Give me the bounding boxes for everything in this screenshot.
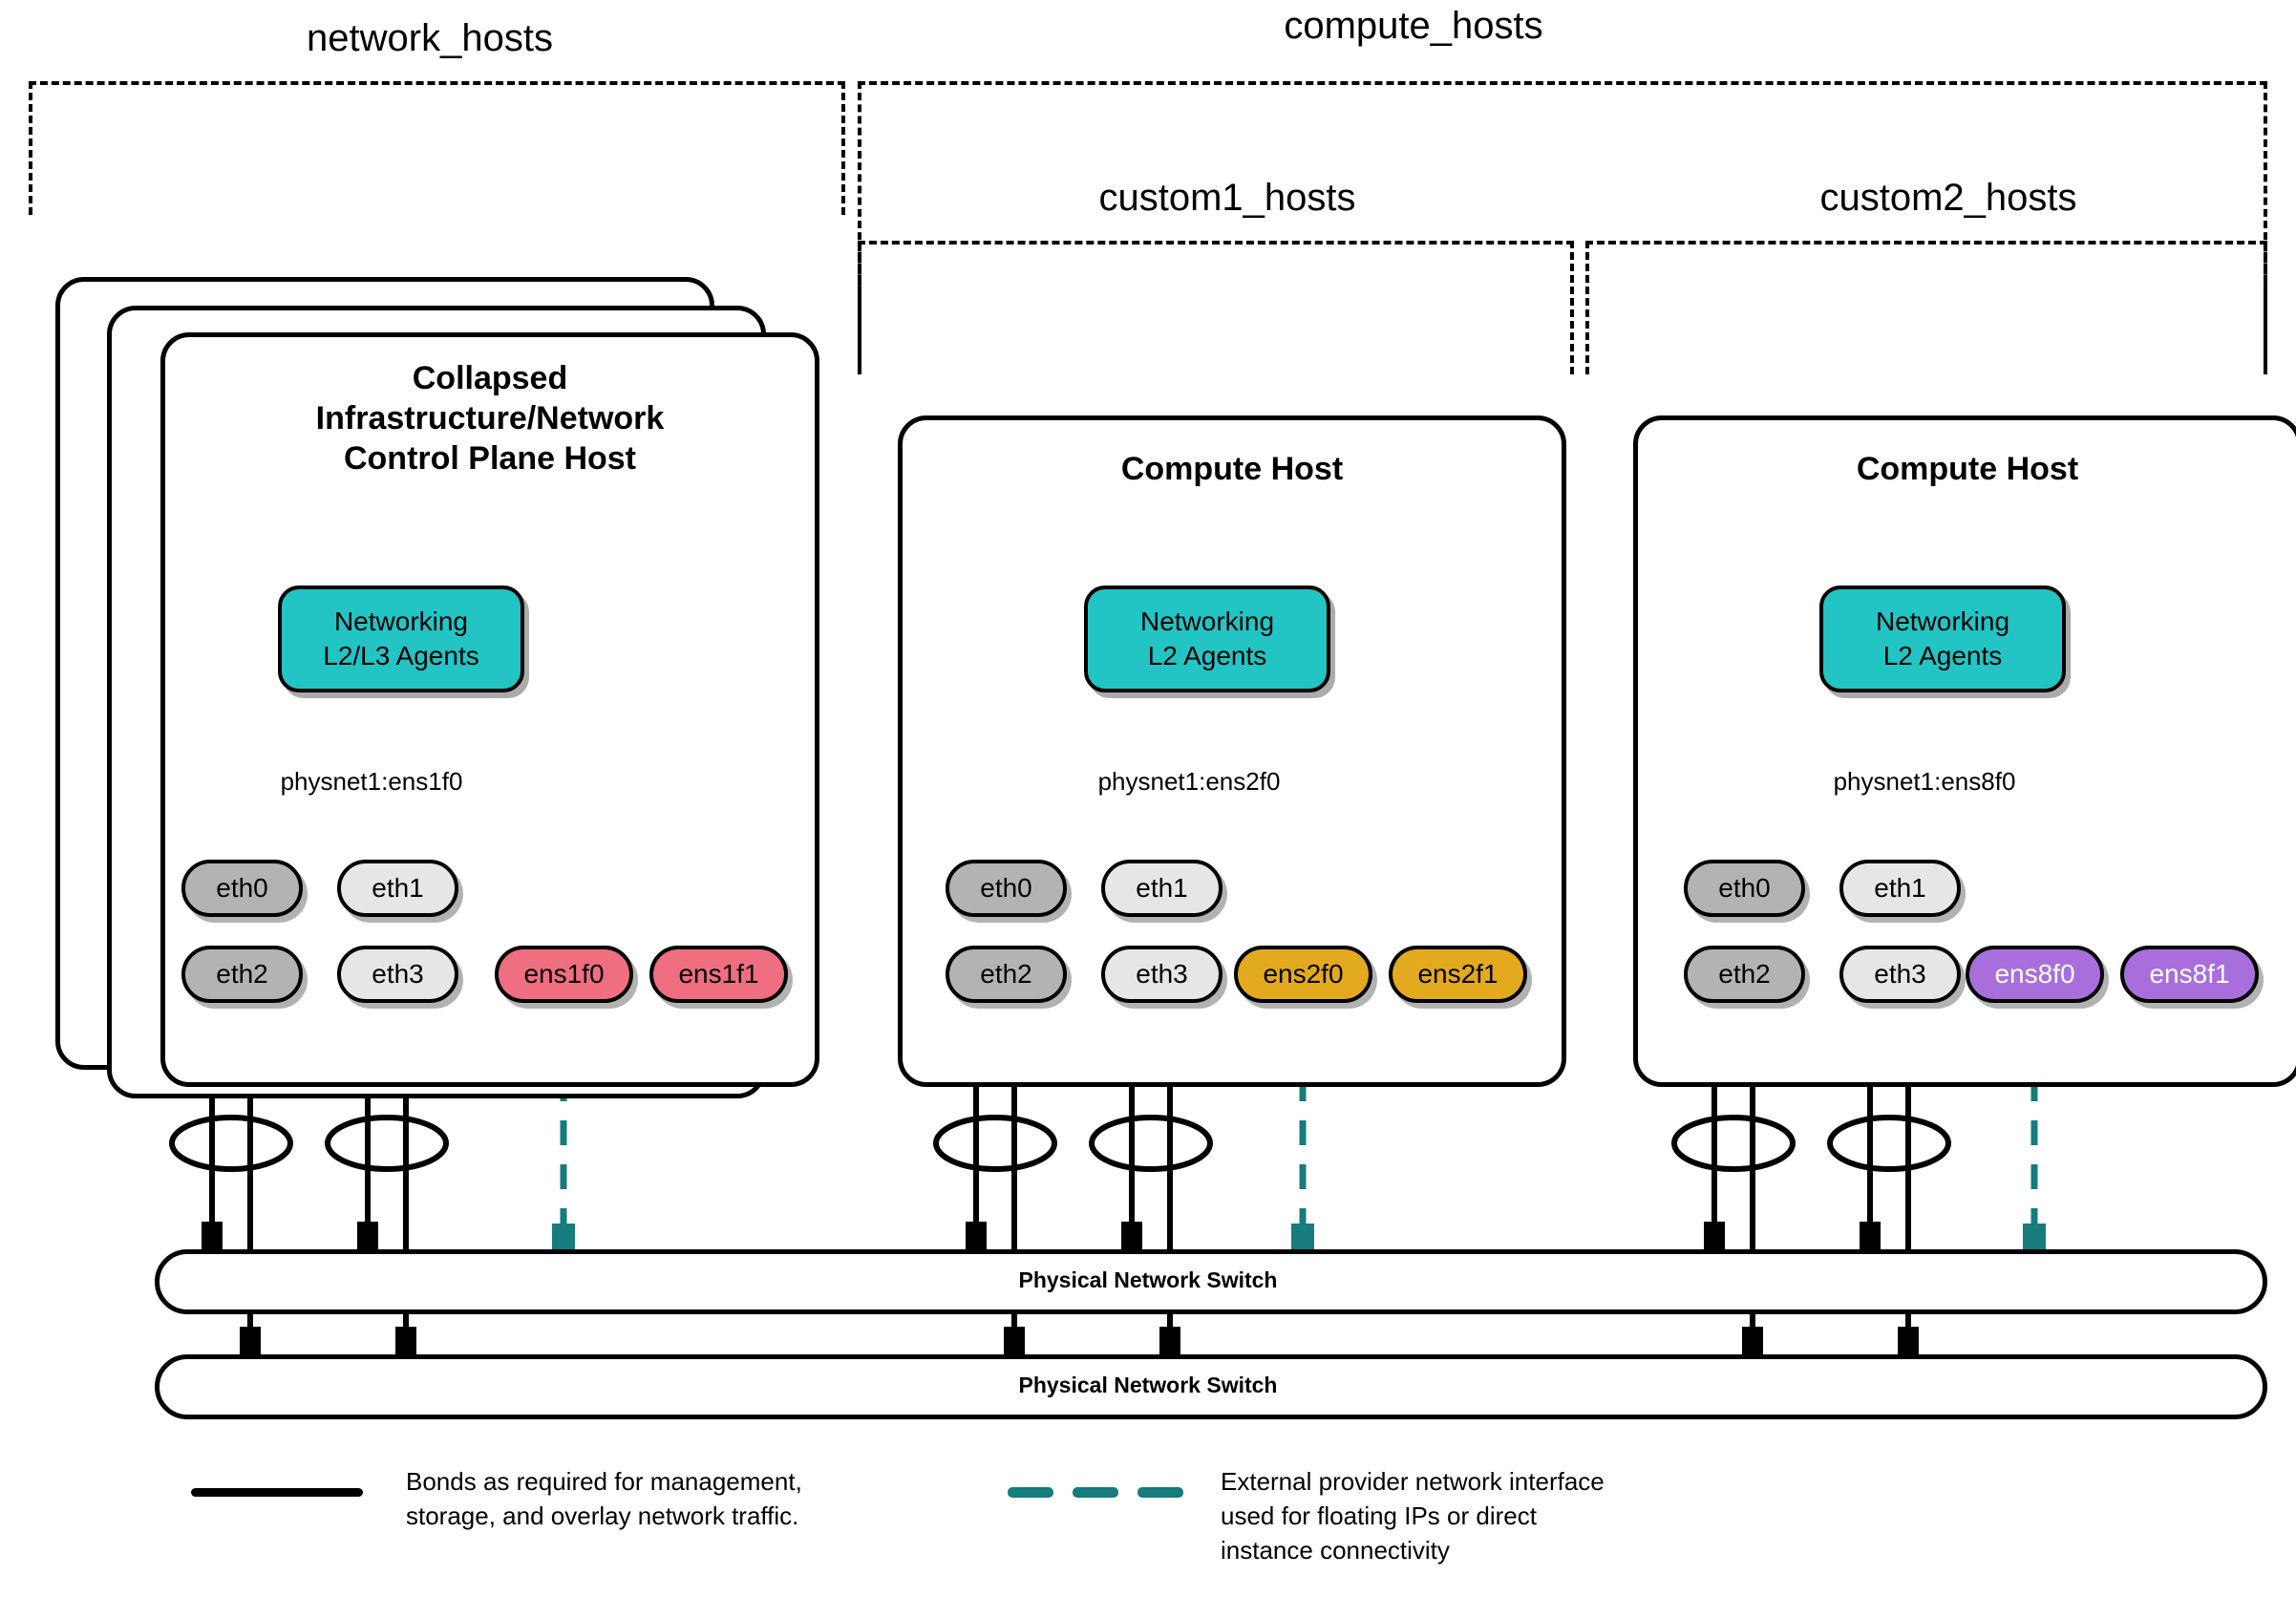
agents-label-compute-1: Networking L2 Agents — [1139, 607, 1275, 671]
agents-box-compute-1[interactable]: Networking L2 Agents — [1084, 586, 1330, 692]
physnet-label-compute-1: physnet1:ens2f0 — [1097, 767, 1281, 796]
legend-solid-swatch — [191, 1488, 363, 1497]
legend-dash-swatch-2 — [1073, 1487, 1118, 1498]
nic-label: eth1 — [1136, 873, 1188, 903]
nic-ens2f1-host2[interactable]: ens2f1 — [1389, 946, 1527, 1003]
nic-label: ens8f0 — [1994, 959, 2075, 989]
nic-eth0-host1[interactable]: eth0 — [181, 860, 303, 917]
nic-eth2-host1[interactable]: eth2 — [181, 946, 303, 1003]
nic-ens8f0-host3[interactable]: ens8f0 — [1966, 946, 2104, 1003]
nic-eth1-host3[interactable]: eth1 — [1839, 860, 1961, 917]
agents-box-compute-2[interactable]: Networking L2 Agents — [1819, 586, 2066, 692]
nic-label: eth2 — [1718, 959, 1771, 989]
nic-label: eth3 — [1874, 959, 1926, 989]
group-title-custom2-hosts: custom2_hosts — [1819, 177, 2077, 219]
nic-eth2-host2[interactable]: eth2 — [946, 946, 1067, 1003]
host-title-compute-2: Compute Host — [1856, 451, 2079, 487]
agents-label-control-plane: Networking L2/L3 Agents — [323, 607, 479, 671]
nic-label: eth0 — [1718, 873, 1771, 903]
group-box-custom1-hosts — [858, 241, 1574, 374]
legend-provider-text: External provider network interface used… — [1221, 1467, 1605, 1565]
nic-ens1f0-host1[interactable]: ens1f0 — [495, 946, 633, 1003]
legend-bonds-text: Bonds as required for management, storag… — [406, 1467, 802, 1530]
physical-network-switch-top[interactable] — [155, 1249, 2267, 1314]
nic-eth2-host3[interactable]: eth2 — [1684, 946, 1805, 1003]
nic-eth0-host2[interactable]: eth0 — [946, 860, 1067, 917]
nic-label: ens2f1 — [1417, 959, 1499, 989]
group-box-compute-hosts — [858, 81, 2267, 368]
nic-eth1-host1[interactable]: eth1 — [337, 860, 458, 917]
nic-label: eth1 — [372, 873, 424, 903]
host-title-control-plane: Collapsed Infrastructure/Network Control… — [315, 360, 665, 477]
physnet-label-control-plane: physnet1:ens1f0 — [280, 767, 463, 796]
physical-network-switch-bottom-label: Physical Network Switch — [1018, 1373, 1278, 1397]
legend-dash-swatch-3 — [1137, 1487, 1183, 1498]
physnet-label-compute-2: physnet1:ens8f0 — [1833, 767, 2016, 796]
nic-label: ens1f1 — [678, 959, 759, 989]
group-box-custom2-hosts — [1585, 241, 2267, 374]
group-title-network-hosts: network_hosts — [307, 17, 553, 59]
nic-label: eth3 — [1136, 959, 1188, 989]
nic-eth3-host3[interactable]: eth3 — [1839, 946, 1961, 1003]
agents-label-compute-2: Networking L2 Agents — [1875, 607, 2010, 671]
physical-network-switch-top-label: Physical Network Switch — [1018, 1267, 1278, 1292]
nic-eth1-host2[interactable]: eth1 — [1101, 860, 1222, 917]
nic-label: ens2f0 — [1263, 959, 1344, 989]
physical-network-switch-bottom[interactable] — [155, 1354, 2267, 1419]
nic-label: eth0 — [980, 873, 1032, 903]
nic-eth3-host2[interactable]: eth3 — [1101, 946, 1222, 1003]
nic-label: ens1f0 — [523, 959, 605, 989]
group-title-compute-hosts: compute_hosts — [1284, 5, 1543, 47]
nic-label: eth2 — [216, 959, 268, 989]
nic-label: eth1 — [1874, 873, 1926, 903]
nic-label: eth0 — [216, 873, 268, 903]
nic-label: ens8f1 — [2149, 959, 2230, 989]
nic-label: eth3 — [372, 959, 424, 989]
nic-eth3-host1[interactable]: eth3 — [337, 946, 458, 1003]
legend-dash-swatch-1 — [1008, 1487, 1053, 1498]
agents-box-control-plane[interactable]: Networking L2/L3 Agents — [278, 586, 524, 692]
group-box-network-hosts — [29, 81, 845, 215]
nic-eth0-host3[interactable]: eth0 — [1684, 860, 1805, 917]
nic-ens8f1-host3[interactable]: ens8f1 — [2120, 946, 2259, 1003]
nic-label: eth2 — [980, 959, 1032, 989]
host-title-compute-1: Compute Host — [1120, 451, 1344, 487]
nic-ens2f0-host2[interactable]: ens2f0 — [1234, 946, 1372, 1003]
group-title-custom1-hosts: custom1_hosts — [1098, 177, 1356, 219]
nic-ens1f1-host1[interactable]: ens1f1 — [649, 946, 788, 1003]
